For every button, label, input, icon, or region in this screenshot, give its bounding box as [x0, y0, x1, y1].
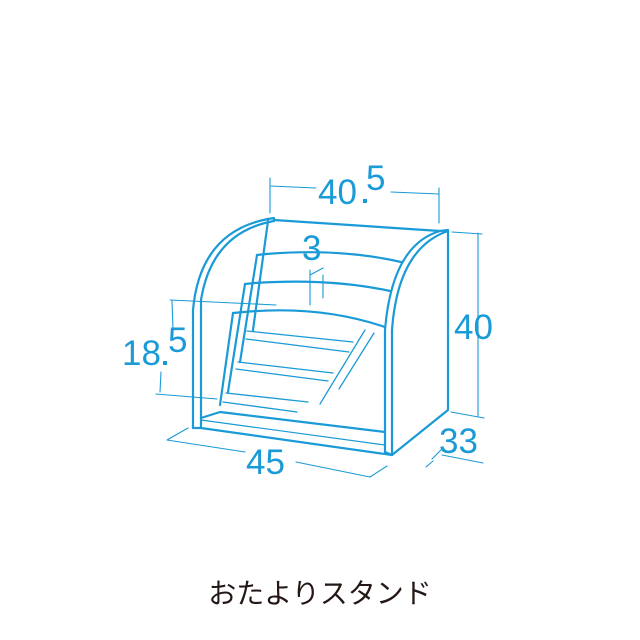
product-caption: おたよりスタンド	[208, 577, 432, 610]
dim-shelf-gap: 3	[302, 229, 321, 268]
dim-front-height-main: 18	[122, 334, 161, 373]
dim-width-bottom: 45	[246, 443, 285, 482]
dim-width-top-fraction: 5	[366, 159, 385, 198]
top-edge	[272, 218, 442, 233]
dim-height: 40	[454, 308, 493, 347]
dimension-lines	[155, 177, 485, 478]
shelves	[218, 219, 403, 407]
decimal-point	[363, 199, 367, 203]
shelf-lines	[222, 329, 375, 413]
base	[199, 410, 394, 457]
dim-width-top-main: 40	[318, 173, 357, 212]
dim-depth: 33	[439, 422, 478, 461]
dim-front-height-fraction: 5	[168, 321, 187, 360]
decimal-point	[163, 361, 167, 365]
